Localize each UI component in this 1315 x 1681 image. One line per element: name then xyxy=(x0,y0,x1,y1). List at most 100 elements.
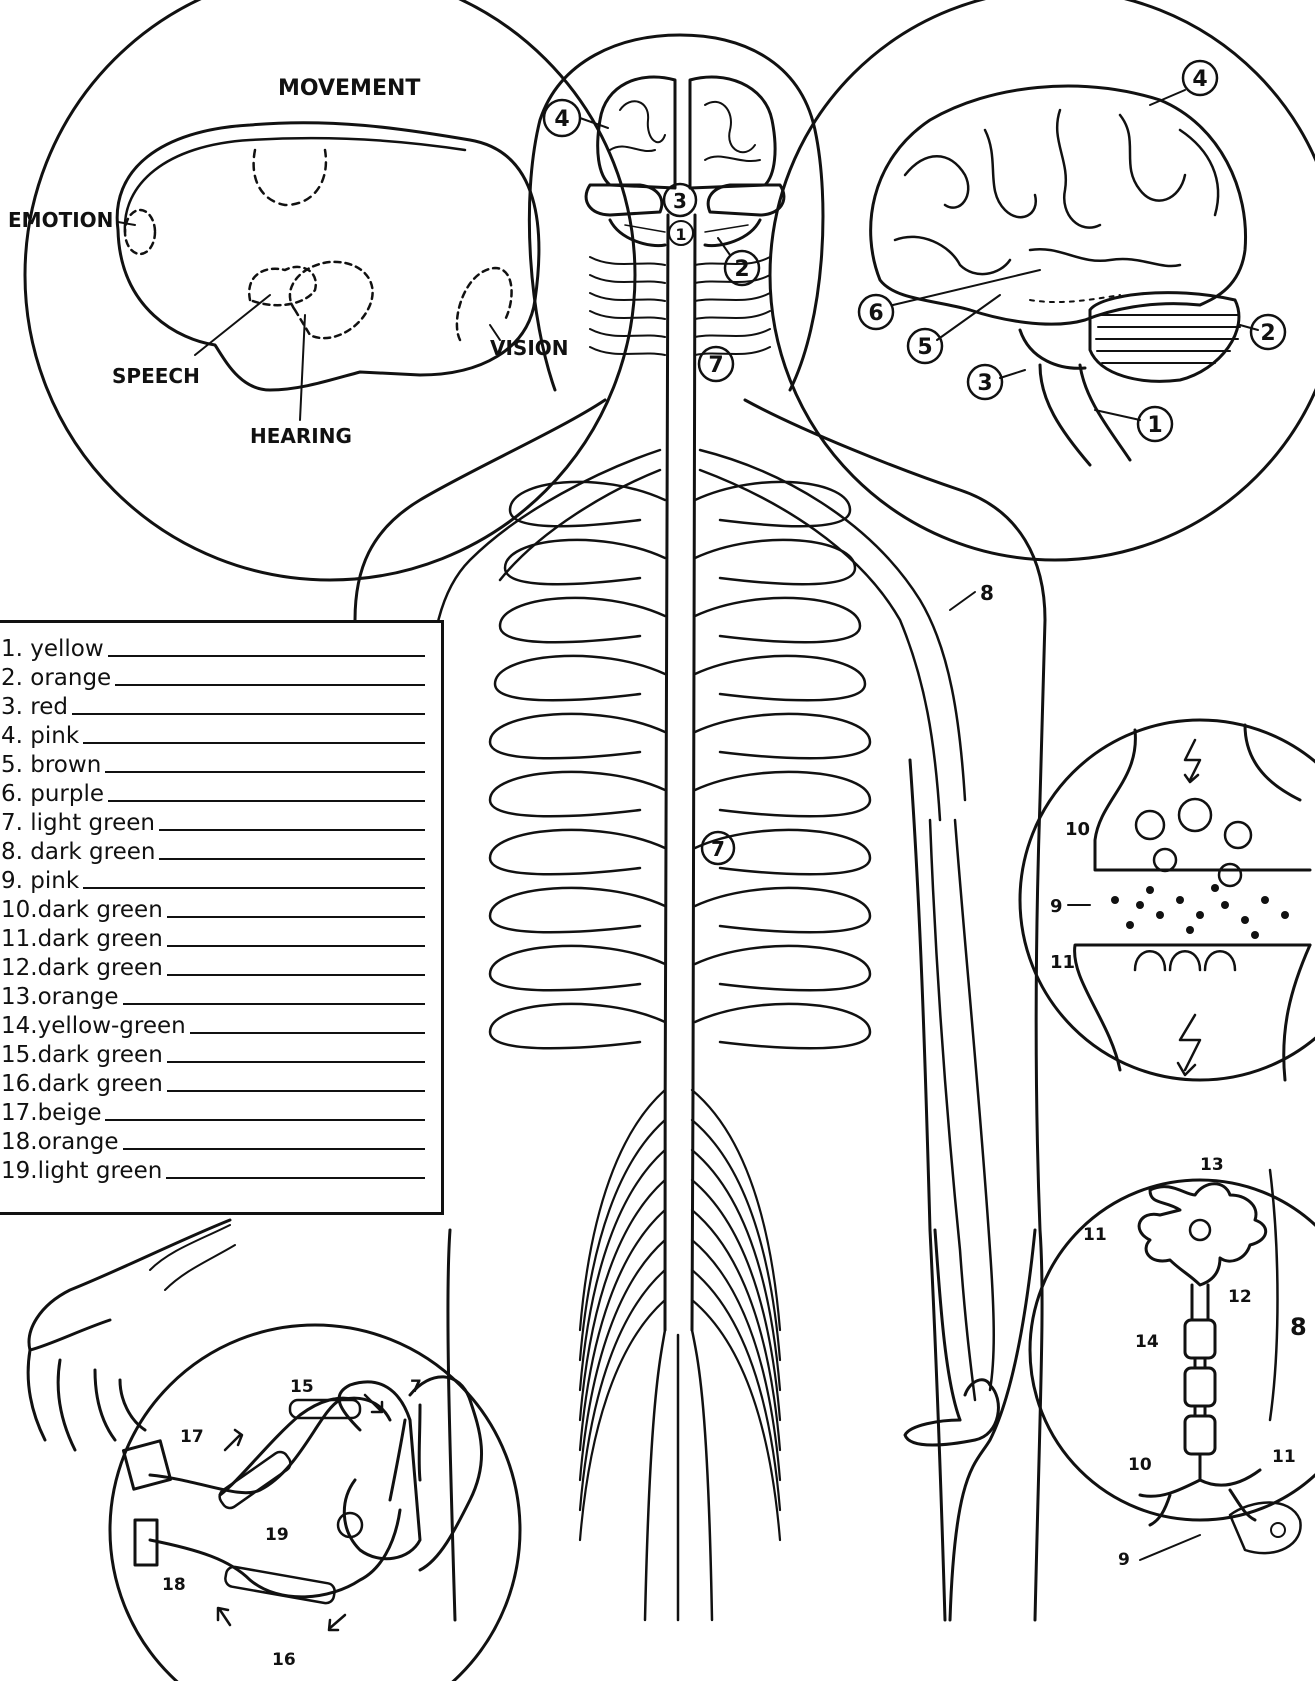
key-row: 4. pink xyxy=(0,720,437,749)
answer-blank[interactable] xyxy=(72,713,425,715)
answer-blank[interactable] xyxy=(83,742,425,744)
key-label: 4. pink xyxy=(0,723,79,749)
callout-17: 17 xyxy=(180,1427,204,1447)
key-label: 19.light green xyxy=(0,1158,162,1184)
answer-blank[interactable] xyxy=(105,771,425,773)
label-hearing: HEARING xyxy=(250,424,352,448)
callout-8-neuron: 8 xyxy=(1290,1313,1307,1341)
callout-3-right: 3 xyxy=(977,371,992,396)
callout-13: 13 xyxy=(1200,1155,1224,1175)
nerve xyxy=(590,311,665,319)
nerve xyxy=(490,888,665,932)
nerve xyxy=(150,1225,230,1270)
synapse-panel: 10 9 11 xyxy=(1020,720,1315,1080)
nerve xyxy=(500,598,665,642)
key-label: 12.dark green xyxy=(0,955,163,981)
answer-blank[interactable] xyxy=(190,1032,425,1034)
callout-2-center: 2 xyxy=(734,257,749,282)
key-label: 8. dark green xyxy=(0,839,155,865)
key-label: 3. red xyxy=(0,694,68,720)
callout-7-reflex: 7 xyxy=(410,1377,422,1397)
callout-11-synapse: 11 xyxy=(1050,952,1075,973)
answer-blank[interactable] xyxy=(166,1177,425,1179)
answer-blank[interactable] xyxy=(105,1119,425,1121)
brain-anatomy-panel: 4 2 6 5 3 1 xyxy=(770,0,1315,560)
callout-3-center: 3 xyxy=(673,189,687,213)
key-row: 13.orange xyxy=(0,981,437,1010)
answer-blank[interactable] xyxy=(123,1003,425,1005)
answer-blank[interactable] xyxy=(167,974,425,976)
key-label: 13.orange xyxy=(0,984,119,1010)
key-row: 18.orange xyxy=(0,1126,437,1155)
nerve xyxy=(590,275,665,283)
answer-blank[interactable] xyxy=(83,887,425,889)
answer-blank[interactable] xyxy=(115,684,425,686)
brain-functions-panel: MOVEMENT EMOTION SPEECH HEARING VISION xyxy=(8,0,635,580)
nerve xyxy=(695,656,865,700)
callout-7-neck: 7 xyxy=(708,353,723,378)
answer-blank[interactable] xyxy=(159,858,425,860)
callout-11-neuron-bottom: 11 xyxy=(1272,1447,1296,1467)
nerve xyxy=(930,820,975,1400)
nerve xyxy=(700,450,965,800)
label-vision: VISION xyxy=(490,336,569,360)
callout-2-right: 2 xyxy=(1260,321,1275,346)
answer-blank[interactable] xyxy=(108,800,425,802)
key-row: 9. pink xyxy=(0,865,437,894)
key-row: 16.dark green xyxy=(0,1068,437,1097)
answer-blank[interactable] xyxy=(167,916,425,918)
reflex-arc-panel: 17 15 7 19 18 16 xyxy=(110,1325,520,1681)
key-label: 14.yellow-green xyxy=(0,1013,186,1039)
key-row: 6. purple xyxy=(0,778,437,807)
answer-blank[interactable] xyxy=(167,1061,425,1063)
callout-11-neuron-top: 11 xyxy=(1083,1225,1107,1245)
nerve xyxy=(490,772,665,816)
neuron-panel: 13 11 12 14 8 10 11 9 xyxy=(1030,1155,1315,1570)
answer-blank[interactable] xyxy=(167,1090,425,1092)
color-key-box: 1. yellow 2. orange 3. red 4. pink 5. brown6… xyxy=(0,620,444,1215)
key-row: 2. orange xyxy=(0,662,437,691)
nerve xyxy=(695,540,855,584)
callout-12: 12 xyxy=(1228,1287,1252,1307)
key-label: 5. brown xyxy=(0,752,101,778)
callout-10-neuron: 10 xyxy=(1128,1455,1152,1475)
key-row: 12.dark green xyxy=(0,952,437,981)
nerve xyxy=(695,772,870,816)
key-row: 1. yellow xyxy=(0,633,437,662)
callout-5: 5 xyxy=(917,335,932,360)
nerve xyxy=(955,820,994,1390)
answer-blank[interactable] xyxy=(159,829,425,831)
nerve xyxy=(695,293,770,301)
key-row: 15.dark green xyxy=(0,1039,437,1068)
nerve xyxy=(495,656,665,700)
key-label: 7. light green xyxy=(0,810,155,836)
nerve xyxy=(695,598,860,642)
key-row: 3. red xyxy=(0,691,437,720)
key-row: 8. dark green xyxy=(0,836,437,865)
nerve xyxy=(590,257,665,265)
callout-9-neuron: 9 xyxy=(1118,1550,1130,1570)
label-emotion: EMOTION xyxy=(8,208,113,232)
answer-blank[interactable] xyxy=(167,945,425,947)
key-label: 15.dark green xyxy=(0,1042,163,1068)
key-row: 19.light green xyxy=(0,1155,437,1184)
key-label: 11.dark green xyxy=(0,926,163,952)
nerve xyxy=(590,329,665,337)
nerve xyxy=(490,714,665,758)
nerve xyxy=(490,1004,665,1048)
callout-8-arm: 8 xyxy=(980,581,994,605)
nerve xyxy=(695,1004,870,1048)
key-label: 1. yellow xyxy=(0,636,104,662)
nerve xyxy=(695,329,770,337)
nerve xyxy=(695,946,870,990)
key-row: 11.dark green xyxy=(0,923,437,952)
key-label: 18.orange xyxy=(0,1129,119,1155)
key-label: 2. orange xyxy=(0,665,111,691)
callout-6: 6 xyxy=(868,301,883,326)
callout-16: 16 xyxy=(272,1650,296,1670)
key-label: 17.beige xyxy=(0,1100,101,1126)
answer-blank[interactable] xyxy=(123,1148,425,1150)
answer-blank[interactable] xyxy=(108,655,425,657)
callout-4-center: 4 xyxy=(554,107,569,132)
nerve xyxy=(490,946,665,990)
